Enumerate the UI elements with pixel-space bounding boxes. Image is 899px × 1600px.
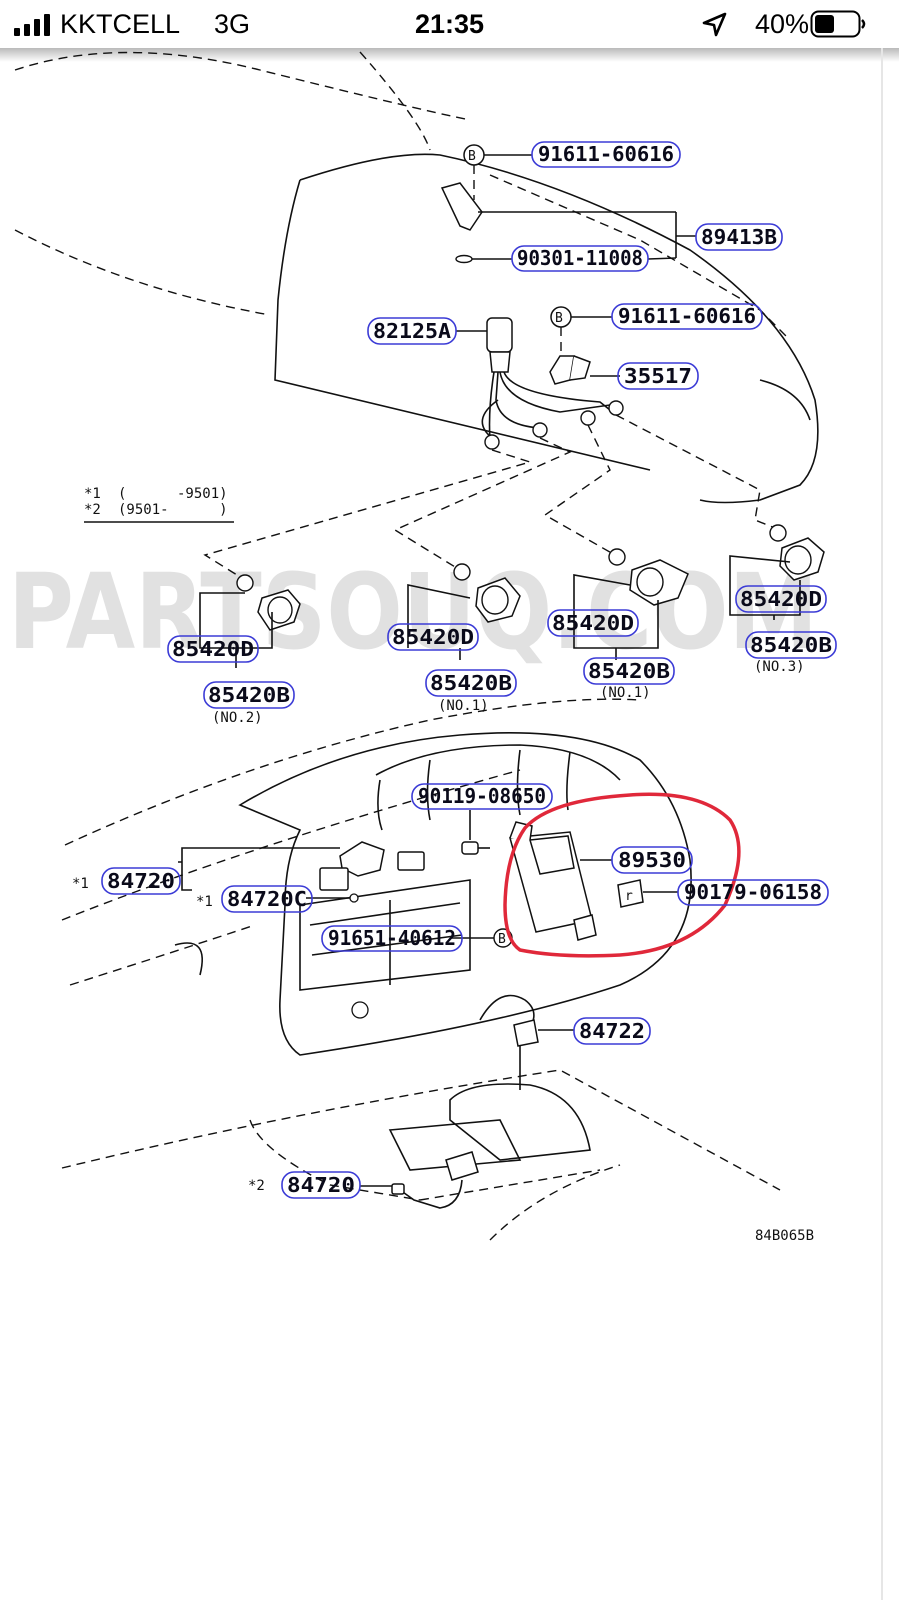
bolt-letter-2: B xyxy=(555,311,563,326)
legend-range-2: (9501- ) xyxy=(118,502,228,518)
parts-diagram: PARTSOUQ.COM B B xyxy=(8,51,837,1244)
svg-text:r: r xyxy=(625,889,633,904)
svg-text:85420B: 85420B xyxy=(208,683,290,707)
battery-percent: 40% xyxy=(755,9,810,39)
svg-text:84720C: 84720C xyxy=(227,887,307,911)
callout-91611-60616-mid[interactable]: 91611-60616 xyxy=(611,303,763,330)
dashboard-outline xyxy=(61,698,781,1241)
carrier-name: KKTCELL xyxy=(60,9,181,39)
legend-mark-1: *1 xyxy=(84,486,101,502)
svg-text:90119-08650: 90119-08650 xyxy=(418,784,546,808)
drawing-code: 84B065B xyxy=(755,1228,814,1244)
svg-text:91611-60616: 91611-60616 xyxy=(538,142,674,166)
callout-84720-b[interactable]: 84720 xyxy=(281,1171,361,1199)
legend: *1 ( -9501) *2 (9501- ) xyxy=(84,486,234,523)
svg-text:89413B: 89413B xyxy=(701,225,777,249)
highlight-circle xyxy=(503,792,741,958)
bolt-letter: B xyxy=(468,149,476,164)
svg-text:85420B: 85420B xyxy=(750,633,832,657)
sensor-89413b-part xyxy=(440,182,483,231)
callout-82125a[interactable]: 82125A xyxy=(367,317,457,345)
mark-star2: *2 xyxy=(248,1178,265,1194)
svg-text:91651-40612: 91651-40612 xyxy=(328,926,456,950)
switch-84720-part xyxy=(319,841,425,891)
svg-text:85420B: 85420B xyxy=(430,671,512,695)
switch-84720-lower-part xyxy=(391,1151,479,1209)
legend-range-1: ( -9501) xyxy=(118,486,228,502)
sublabel-no1-a: (NO.1) xyxy=(438,698,489,714)
callout-90179-06158[interactable]: 90179-06158 xyxy=(677,879,829,906)
callout-91611-60616-top[interactable]: 91611-60616 xyxy=(531,141,681,168)
clock: 21:35 xyxy=(414,9,485,39)
callout-84722[interactable]: 84722 xyxy=(573,1017,651,1045)
callout-85420d-center-2[interactable]: 85420D xyxy=(547,609,639,637)
mark-star1-b: *1 xyxy=(196,894,213,910)
svg-text:89530: 89530 xyxy=(618,848,686,872)
bracket-35517-part xyxy=(549,355,591,385)
switch-right-part xyxy=(769,524,825,581)
callout-90119-08650[interactable]: 90119-08650 xyxy=(411,783,553,810)
location-arrow-icon xyxy=(702,12,727,37)
callout-85420b-right[interactable]: 85420B xyxy=(745,631,837,659)
relay-90179-part: r xyxy=(617,879,644,908)
svg-text:90301-11008: 90301-11008 xyxy=(517,246,643,270)
watermark-text: PARTSOUQ.COM xyxy=(8,551,818,673)
svg-text:85420D: 85420D xyxy=(392,625,474,649)
callout-91651-40612[interactable]: 91651-40612 xyxy=(321,925,463,952)
bolt-symbol-mid: B xyxy=(550,306,572,328)
screw-90119-part xyxy=(461,841,490,855)
callout-85420b-left[interactable]: 85420B xyxy=(203,681,295,709)
svg-text:90179-06158: 90179-06158 xyxy=(684,880,822,904)
callout-90301-11008[interactable]: 90301-11008 xyxy=(511,245,649,272)
svg-text:82125A: 82125A xyxy=(373,319,451,343)
sublabel-no3: (NO.3) xyxy=(754,659,805,675)
status-bar: KKTCELL 3G 21:35 40% xyxy=(0,0,899,48)
callout-85420d-center-1[interactable]: 85420D xyxy=(387,623,479,651)
svg-text:85420D: 85420D xyxy=(172,637,254,661)
svg-text:84720: 84720 xyxy=(287,1173,355,1197)
callout-35517[interactable]: 35517 xyxy=(617,362,699,390)
callout-85420d-left[interactable]: 85420D xyxy=(167,635,259,663)
page-edge-line xyxy=(881,48,883,1600)
bolt-symbol-top: B xyxy=(463,144,485,166)
status-bar-shadow xyxy=(0,48,899,62)
svg-text:85420B: 85420B xyxy=(588,659,670,683)
sublabel-no2: (NO.2) xyxy=(212,710,263,726)
roof-console-outline xyxy=(14,51,819,504)
callout-84720c[interactable]: 84720C xyxy=(221,885,313,913)
network-type: 3G xyxy=(214,9,251,39)
svg-text:84722: 84722 xyxy=(579,1019,645,1043)
callout-89413b[interactable]: 89413B xyxy=(695,223,783,251)
sublabel-no1-b: (NO.1) xyxy=(600,685,651,701)
switch-center-1-part xyxy=(453,563,521,623)
switch-center-2-part xyxy=(608,548,689,606)
callout-85420d-right[interactable]: 85420D xyxy=(735,585,827,613)
signal-bars-icon xyxy=(14,14,50,36)
battery-icon xyxy=(810,10,866,38)
callout-84720-a[interactable]: 84720 xyxy=(101,867,181,895)
switch-left-part xyxy=(236,574,301,631)
legend-mark-2: *2 xyxy=(84,502,101,518)
svg-text:35517: 35517 xyxy=(624,364,692,388)
svg-text:85420D: 85420D xyxy=(740,587,822,611)
svg-text:85420D: 85420D xyxy=(552,611,634,635)
svg-text:91611-60616: 91611-60616 xyxy=(618,304,756,328)
svg-text:84720: 84720 xyxy=(107,869,175,893)
mark-star1-a: *1 xyxy=(72,876,89,892)
callout-89530[interactable]: 89530 xyxy=(611,846,693,874)
bolt-letter-3: B xyxy=(498,932,506,947)
ecu-89530-part xyxy=(509,821,597,941)
harness-routing xyxy=(203,414,781,581)
switch-84722-part xyxy=(513,1019,539,1047)
harness-82125a-part xyxy=(481,317,624,450)
callout-85420b-center-2[interactable]: 85420B xyxy=(583,657,675,685)
callout-85420b-center-1[interactable]: 85420B xyxy=(425,669,517,697)
